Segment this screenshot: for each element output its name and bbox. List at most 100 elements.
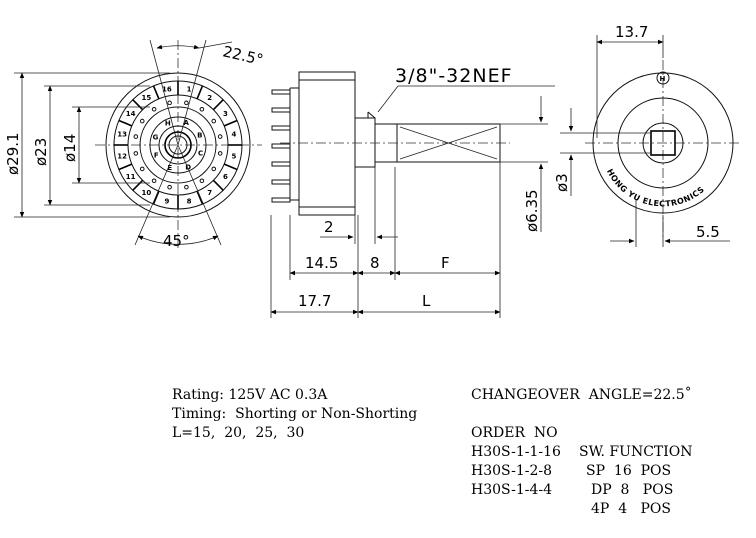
angle-45-label: 45° bbox=[163, 232, 190, 250]
contact-label: 16 bbox=[162, 86, 172, 94]
contact-terminal bbox=[152, 190, 160, 205]
rear-body-circle bbox=[592, 72, 734, 214]
detent-hole bbox=[184, 184, 189, 190]
shaft-square bbox=[650, 130, 676, 156]
angle-22-5-label: 22.5° bbox=[221, 42, 265, 69]
contact-terminal bbox=[212, 99, 224, 111]
detent-hole bbox=[211, 118, 217, 124]
contact-terminal bbox=[223, 119, 238, 127]
changeover-angle-text: CHANGEOVER ANGLE=22.5˚ bbox=[471, 387, 692, 403]
detent-hole bbox=[217, 134, 223, 139]
pole-label: E bbox=[167, 164, 172, 172]
terminal-pin bbox=[271, 161, 291, 167]
detent-hole bbox=[151, 106, 157, 112]
detent-hole bbox=[133, 151, 139, 156]
order-number: H30S-1-1-16 bbox=[471, 444, 561, 460]
pole-label: H bbox=[165, 120, 171, 128]
contact-label: 9 bbox=[164, 197, 169, 205]
terminal-pin bbox=[271, 89, 291, 95]
terminal-pin bbox=[271, 125, 291, 131]
contact-label: 6 bbox=[223, 173, 228, 181]
rear-view: H HONG YU ELECTRONICS 13.7 5.5 bbox=[585, 23, 742, 247]
terminal-pin bbox=[271, 197, 291, 203]
detent-hole bbox=[199, 178, 205, 184]
shaft-hole-circle bbox=[164, 131, 192, 159]
pole-label: A bbox=[183, 119, 189, 127]
detent-hole bbox=[167, 184, 172, 190]
contact-label: 2 bbox=[207, 94, 212, 102]
dim-dia-29-1: ø29.1 bbox=[4, 132, 22, 175]
detent-hole bbox=[139, 166, 145, 172]
dim-14-5: 14.5 bbox=[305, 254, 338, 272]
detent-hole bbox=[199, 106, 205, 112]
pole-label: G bbox=[153, 133, 159, 141]
header-sw-function: SW. FUNCTION bbox=[579, 444, 693, 460]
order-number: H30S-1-2-8 bbox=[471, 463, 553, 479]
contact-terminal bbox=[196, 190, 204, 205]
side-view: 3/8"-32NEF 2 14.5 8 F 17.7 L ø6.35 bbox=[270, 65, 650, 318]
contact-label: 3 bbox=[223, 110, 228, 118]
contact-label: 4 bbox=[231, 130, 236, 138]
dim-13-7: 13.7 bbox=[615, 23, 648, 41]
pole-label: C bbox=[198, 150, 203, 158]
switch-function: DP 8 POS bbox=[591, 482, 674, 498]
switch-function: SP 16 POS bbox=[586, 463, 672, 479]
pole-label: F bbox=[154, 152, 159, 160]
detent-hole bbox=[133, 134, 139, 139]
body-outline-circle bbox=[105, 72, 251, 218]
contact-label: 11 bbox=[126, 173, 136, 181]
detent-hole bbox=[184, 100, 189, 106]
contact-terminal bbox=[212, 179, 224, 191]
order-number: H30S-1-4-4 bbox=[471, 482, 553, 498]
table-row: H30S-1-1-16 SP 16 POS bbox=[471, 424, 751, 479]
detent-hole bbox=[151, 178, 157, 184]
detent-hole bbox=[217, 151, 223, 156]
contact-label: 12 bbox=[117, 153, 127, 161]
dim-dia-14: ø14 bbox=[61, 134, 79, 162]
length-options-text: L=15, 20, 25, 30 bbox=[172, 425, 305, 441]
detent-hole bbox=[139, 118, 145, 124]
table-row: H30S-1-2-8 DP 8 POS bbox=[471, 443, 751, 498]
pole-label: D bbox=[185, 163, 191, 171]
switch-body bbox=[298, 71, 356, 216]
pole-label: B bbox=[197, 131, 202, 139]
contact-terminal bbox=[132, 99, 144, 111]
timing-text: Timing: Shorting or Non-Shorting bbox=[172, 406, 418, 422]
contact-terminal bbox=[223, 163, 238, 171]
contact-terminal bbox=[152, 85, 160, 100]
contact-terminal bbox=[118, 163, 133, 171]
rating-text: Rating: 125V AC 0.3A bbox=[172, 387, 328, 403]
contact-label: 1 bbox=[187, 86, 192, 94]
contact-label: 7 bbox=[207, 189, 212, 197]
dim-17-7: 17.7 bbox=[298, 292, 331, 310]
dim-dia-3: ø3 bbox=[553, 173, 571, 192]
svg-text:HONG YU ELECTRONICS: HONG YU ELECTRONICS bbox=[605, 167, 706, 208]
contact-label: 10 bbox=[141, 189, 151, 197]
contact-label: 8 bbox=[187, 197, 192, 205]
contact-terminal bbox=[118, 119, 133, 127]
spec-notes: Rating: 125V AC 0.3A Timing: Shorting or… bbox=[172, 386, 417, 443]
thread-spec-label: 3/8"-32NEF bbox=[395, 65, 513, 87]
dim-dia-23: ø23 bbox=[32, 138, 50, 166]
header-order-no: ORDER NO bbox=[471, 425, 558, 441]
table-header: ORDER NO SW. FUNCTION bbox=[471, 405, 751, 460]
terminal-pin bbox=[271, 107, 291, 113]
dim-5-5: 5.5 bbox=[696, 223, 720, 241]
threaded-bushing bbox=[354, 117, 376, 168]
contact-label: 13 bbox=[117, 130, 127, 138]
table-row: H30S-1-4-4 4P 4 POS bbox=[471, 462, 751, 517]
contact-terminal bbox=[196, 85, 204, 100]
terminal-pin bbox=[271, 179, 291, 185]
contact-label: 14 bbox=[126, 110, 136, 118]
dim-2: 2 bbox=[324, 218, 334, 236]
detent-hole bbox=[167, 100, 172, 106]
switch-function: 4P 4 POS bbox=[591, 501, 671, 517]
contact-label: 15 bbox=[141, 94, 151, 102]
contact-label: 5 bbox=[231, 153, 236, 161]
detent-hole bbox=[211, 166, 217, 172]
order-table: CHANGEOVER ANGLE=22.5˚ ORDER NO SW. FUNC… bbox=[471, 386, 751, 517]
dim-dia-6-35: ø6.35 bbox=[523, 189, 541, 232]
terminal-pin bbox=[271, 143, 291, 149]
